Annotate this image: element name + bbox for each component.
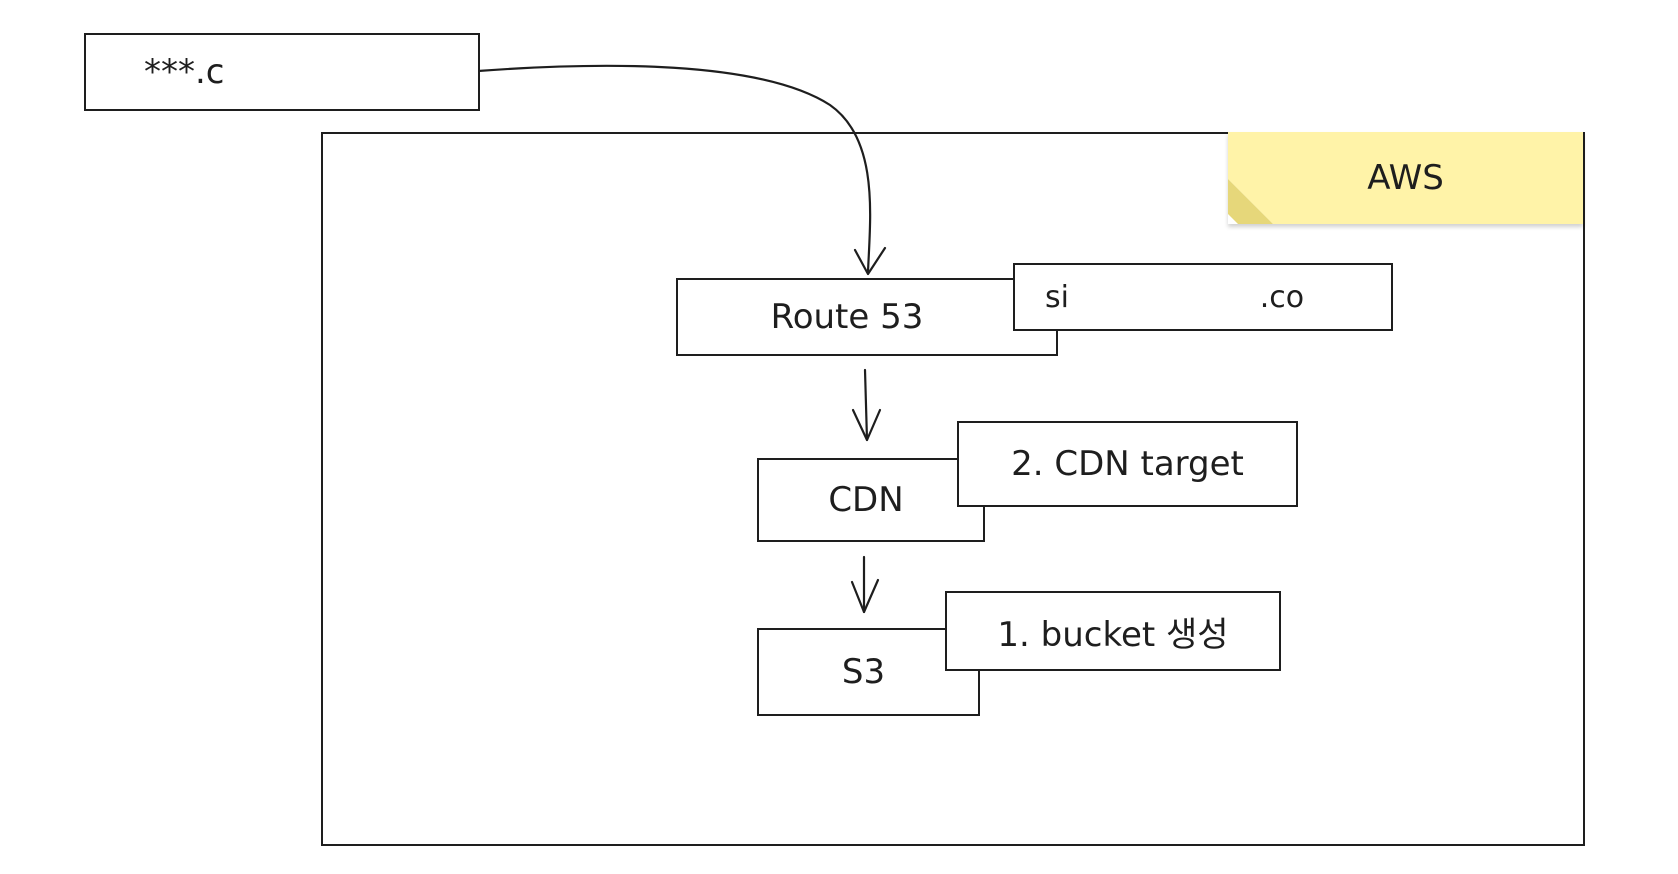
s3-label: S3 [841, 652, 886, 692]
cdn-box[interactable]: CDN [757, 458, 985, 542]
aws-sticky-note[interactable]: AWS [1228, 132, 1583, 224]
s3-note-label: 1. bucket 생성 [997, 614, 1229, 655]
sticky-fold-icon [1228, 179, 1273, 224]
route53-to-cdn-arrowhead [851, 408, 882, 442]
route53-label: Route 53 [770, 297, 924, 337]
domain-to-route53-arrow [476, 64, 872, 274]
route53-to-cdn-arrow [863, 368, 869, 442]
aws-frame [321, 132, 1585, 846]
domain-label: ***.c [144, 52, 225, 92]
domain-to-route53-arrowhead [853, 246, 887, 276]
route53-box[interactable]: Route 53 [676, 278, 1058, 356]
cdn-label: CDN [828, 480, 904, 520]
aws-label: AWS [1367, 158, 1444, 198]
domain-box[interactable]: ***.c [84, 33, 480, 111]
cdn-note-label: 2. CDN target [1011, 444, 1244, 484]
s3-note-box[interactable]: 1. bucket 생성 [945, 591, 1281, 671]
route53-note-label: si .co [1045, 279, 1305, 315]
s3-box[interactable]: S3 [757, 628, 980, 716]
cdn-note-box[interactable]: 2. CDN target [957, 421, 1298, 507]
route53-note-box[interactable]: si .co [1013, 263, 1393, 331]
cdn-to-s3-arrowhead [850, 578, 880, 614]
